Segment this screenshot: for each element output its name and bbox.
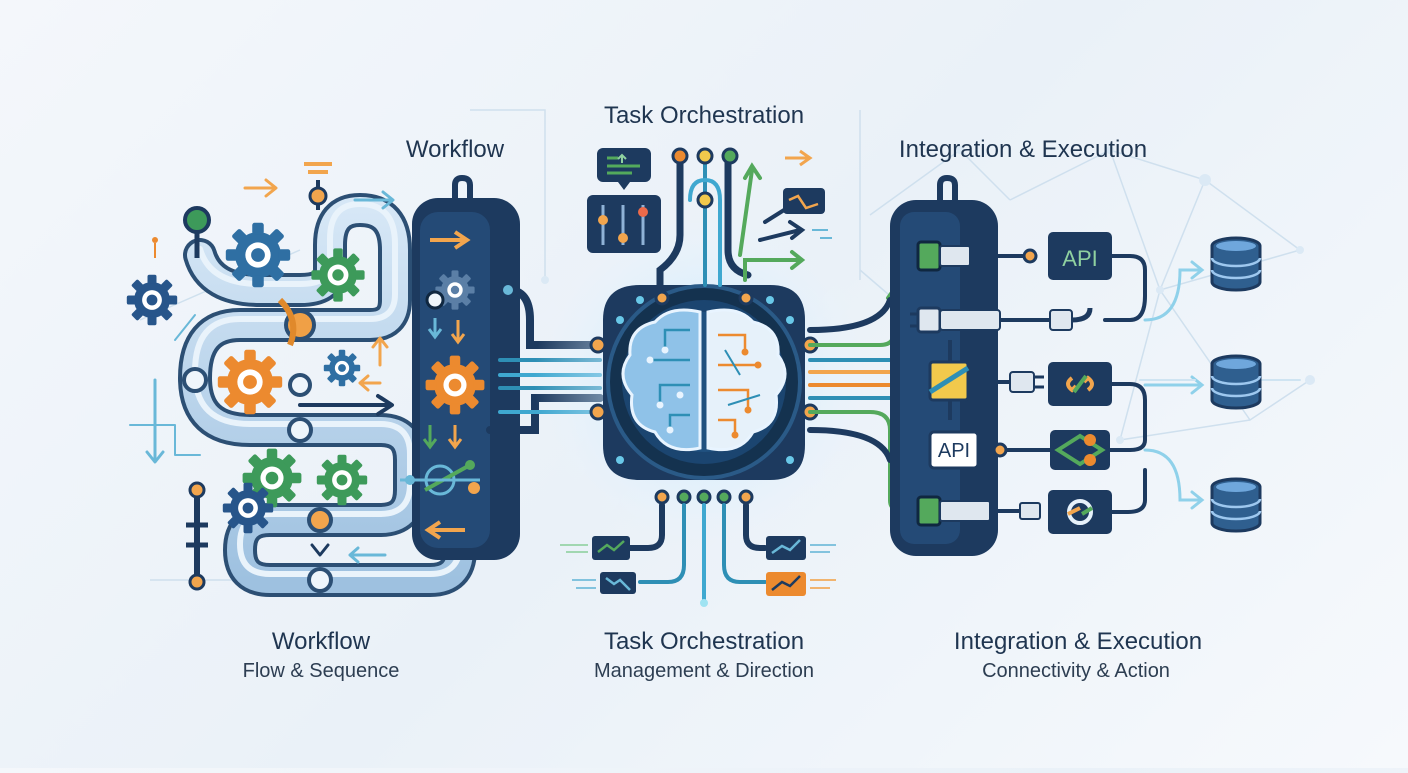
gear-icon <box>311 248 365 302</box>
database-icon <box>1210 477 1262 533</box>
gear-icon <box>316 454 368 506</box>
gear-icon <box>323 349 361 387</box>
caption-subtitle-task-orchestration: Management & Direction <box>593 660 815 682</box>
plug-icon <box>928 430 1050 470</box>
background-dots <box>541 146 1315 444</box>
link-icon <box>1050 430 1110 470</box>
plug-icon <box>916 240 1038 272</box>
chart-icon <box>766 572 836 596</box>
bottom-connectors <box>627 502 768 607</box>
gear-icon <box>222 482 274 534</box>
api-block <box>1048 232 1112 280</box>
gear-icon <box>225 222 291 288</box>
link-icon <box>1048 490 1112 534</box>
arrow-icon <box>129 178 395 564</box>
heading-integration-execution: Integration & Execution <box>898 136 1148 163</box>
api-block-label: API <box>1062 246 1097 271</box>
database-icon <box>1210 236 1262 292</box>
link-icon <box>1048 362 1112 406</box>
plug-icon <box>910 306 1093 334</box>
plug-icon <box>928 340 1044 420</box>
caption-title-task-orchestration: Task Orchestration <box>603 628 805 655</box>
gear-icon <box>217 349 283 415</box>
database-icon <box>1210 354 1262 410</box>
caption-title-integration-execution: Integration & Execution <box>953 628 1203 655</box>
caption-subtitle-integration-execution: Connectivity & Action <box>982 660 1170 682</box>
heading-task-orchestration: Task Orchestration <box>603 102 805 129</box>
workflow-decor <box>152 162 332 591</box>
pipe-joints <box>182 297 333 593</box>
chart-icon <box>783 149 832 239</box>
gear-icon <box>126 274 178 326</box>
caption-title-workflow: Workflow <box>271 628 371 655</box>
caption-subtitle-workflow: Flow & Sequence <box>242 660 400 682</box>
database-links <box>1103 254 1301 514</box>
top-connectors <box>656 147 806 289</box>
chart-icon <box>766 536 836 560</box>
plug-icon <box>916 495 1041 527</box>
chart-icon <box>572 572 636 594</box>
chart-icon <box>560 536 630 560</box>
workflow-panel <box>400 174 520 560</box>
slider-panel-icon <box>587 148 661 253</box>
api-panel-label: API <box>938 440 970 462</box>
heading-workflow: Workflow <box>405 136 505 163</box>
